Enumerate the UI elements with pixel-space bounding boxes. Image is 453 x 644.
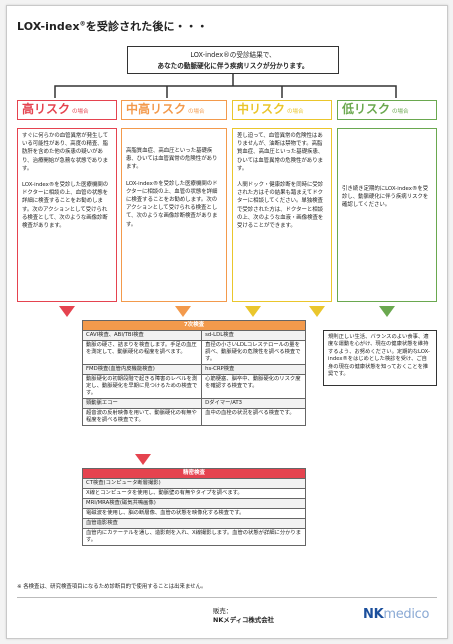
exam-desc: 心筋梗塞、脳卒中、動脈硬化のリスク度を確認する検査です。 [201,374,306,399]
exam-name: 頸動脈エコー [81,398,203,409]
exam-desc: 直径の小さいLDLコレステロールの量を調べ、動脈硬化の危険性を調べる検査です。 [201,340,306,365]
exam-name: CT検査(コンピュータ断層撮影) [82,478,306,489]
seller-label: 販売： [213,607,233,615]
footnote: ※ 各検査は、研究検査項目になるため診断目的で使用することは出来ません。 [17,584,207,590]
arrow-mid-high [175,306,191,317]
risk-mid: 中リスクの場合 [232,100,332,120]
risk-high: 高リスクの場合 [17,100,117,120]
exam-name: hs-CRP検査 [201,364,306,375]
result-line-1: LOX-index®の受診結果で、 [190,51,276,59]
mid-high-risk-text: 高脂質血症、高血圧といった基礎疾患、ひいては血管異常の危険性があります。LOX-… [121,128,227,302]
detailed-exam-table: 精密検査 CT検査(コンピュータ断層撮影) X線とコンピュータを使用し、動脈壁の… [82,468,306,546]
low-risk-text: 引き続き定期的にLOX-index®を受診し、動脈硬化に伴う疾病リスクを確認して… [337,128,437,302]
exam-name: CAVI検査、ABI/TBI検査 [81,330,203,341]
result-line-2: あなたの動脈硬化に伴う疾病リスクが分かります。 [157,62,309,70]
exam-desc: 血中の血栓の状況を調べる検査です。 [201,408,306,426]
page-title: LOX-index®を受診された後に・・・ [17,20,208,33]
low-risk-advice: 規則正しい生活、バランスのよい食事、適度な運動を心がけ、現在の健康状態を維持する… [323,330,437,386]
exam-desc: 超音波の反射映像を用いて、動脈硬化の有無や程度を調べる検査です。 [81,408,203,426]
company-logo: NKmedico [363,607,430,622]
detailed-header: 精密検査 [82,468,306,479]
risk-low: 低リスクの場合 [337,100,437,120]
exam-desc: 電磁波を使用し、脳の断層像、血管の状態を映像化する検査です。 [82,508,306,519]
footer-divider [17,597,437,598]
exam-name: FMD検査(血管内皮機能検査) [81,364,203,375]
seller: 販売： NKメディコ株式会社 [213,607,274,624]
exam-name: MRI/MRA検査(磁気共鳴画像) [82,498,306,509]
exam-desc: X線とコンピュータを使用し、動脈壁の有無やタイプを調べます。 [82,488,306,499]
screening-header: 7次検査 [82,320,306,331]
risk-mid-high: 中高リスクの場合 [121,100,227,120]
document-page: LOX-index®を受診された後に・・・ LOX-index®の受診結果で、 … [6,5,448,639]
mid-risk-text: 差し迫って、血管異常の危険性はありませんが、油断は禁物です。高脂質血症、高血圧と… [232,128,332,302]
branch-lines [54,74,397,98]
arrow-detailed [135,454,151,465]
arrow-mid-1 [245,306,261,317]
high-risk-text: すぐに何らかの血管異常が発生している可能性があり、高度の精査、脂肪肝を含めた他の… [17,128,117,302]
arrow-mid-2 [309,306,325,317]
exam-name: Dダイマー/AT3 [201,398,306,409]
exam-desc: 血管内にカテーテルを通し、造影剤を入れ、X線撮影します。血管の状態が詳細に分かり… [82,528,306,546]
seller-name: NKメディコ株式会社 [213,615,274,624]
exam-desc: 動脈硬化の初期段階で起きる障害のレベルを測定し、動脈硬化を早期に見つけるための検… [81,374,203,399]
exam-desc: 動脈の硬さ、詰まりを検査します。手足の血圧を測定して、動脈硬化の程度を調べます。 [81,340,203,365]
exam-name: 血管造影検査 [82,518,306,529]
arrow-high [59,306,75,317]
exam-name: sd-LDL検査 [201,330,306,341]
arrow-low [379,306,395,317]
result-box: LOX-index®の受診結果で、 あなたの動脈硬化に伴う疾病リスクが分かります… [127,46,339,74]
